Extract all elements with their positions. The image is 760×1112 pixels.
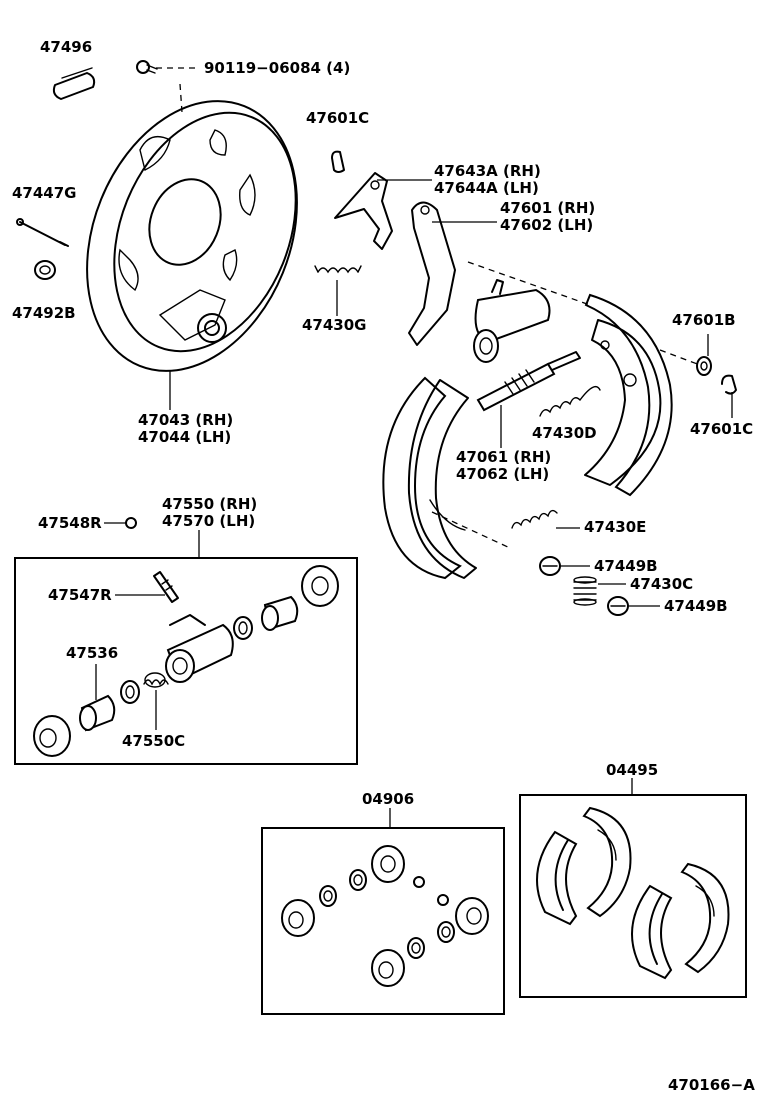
- label-47430E: 47430E: [584, 518, 646, 536]
- washer-47601B: [696, 356, 712, 376]
- spring-47430E: [511, 509, 558, 529]
- spring-47430G: [314, 265, 362, 274]
- label-47548R: 47548R: [38, 514, 102, 532]
- label-47550: 47550 (RH): [162, 495, 257, 513]
- kit-04495-box: [519, 794, 747, 998]
- leader-lines: [95, 179, 733, 730]
- label-47449B-a: 47449B: [594, 557, 658, 575]
- boot-left: [33, 715, 71, 757]
- lever-47601: [408, 201, 456, 346]
- plug-47496: [52, 67, 96, 100]
- strut-47643A: [334, 172, 393, 250]
- cup-47449B-b: [607, 596, 629, 616]
- piston-47536: [79, 694, 116, 732]
- wheel-cylinder-assembled: [473, 279, 551, 363]
- label-47496: 47496: [40, 38, 92, 56]
- cup-ring-right: [233, 616, 253, 640]
- label-47601C-top: 47601C: [306, 109, 369, 127]
- label-47644A: 47644A (LH): [434, 179, 539, 197]
- cylinder-body: [165, 614, 234, 683]
- clip-47601C-top: [331, 150, 345, 173]
- label-47601: 47601 (RH): [500, 199, 595, 217]
- kit-04906-parts: [281, 845, 489, 987]
- spring-47430C: [573, 576, 597, 606]
- label-47061: 47061 (RH): [456, 448, 551, 466]
- bolt-90119: [136, 60, 200, 113]
- clip-47601C-right: [721, 374, 737, 395]
- label-ref: 470166−A: [668, 1076, 755, 1094]
- label-04495: 04495: [606, 761, 658, 779]
- label-47570: 47570 (LH): [162, 512, 255, 530]
- label-47062: 47062 (LH): [456, 465, 549, 483]
- label-47536: 47536: [66, 644, 118, 662]
- label-47547R: 47547R: [48, 586, 112, 604]
- spring-47550C: [143, 672, 169, 688]
- label-47492B: 47492B: [12, 304, 76, 322]
- label-47043: 47043 (RH): [138, 411, 233, 429]
- wheel-cylinder-kit-box: [14, 557, 358, 765]
- label-47601B: 47601B: [672, 311, 736, 329]
- bleeder-screw-47547R: [153, 571, 179, 603]
- label-47643A: 47643A (RH): [434, 162, 541, 180]
- label-47447G: 47447G: [12, 184, 77, 202]
- boot-right: [301, 565, 339, 607]
- cap-47548R: [125, 517, 137, 529]
- label-47430G: 47430G: [302, 316, 367, 334]
- label-47550C: 47550C: [122, 732, 185, 750]
- label-47602: 47602 (LH): [500, 216, 593, 234]
- brake-shoe-left: [382, 376, 477, 580]
- piston-right: [261, 595, 299, 631]
- label-47430D: 47430D: [532, 424, 597, 442]
- kit-04495-shoes: [536, 806, 730, 980]
- cup-ring-left: [120, 680, 140, 704]
- cup-47449B-a: [539, 556, 561, 576]
- kit-04906-box: [261, 827, 505, 1015]
- label-90119: 90119−06084 (4): [204, 59, 350, 77]
- label-47601C-right: 47601C: [690, 420, 753, 438]
- label-47044: 47044 (LH): [138, 428, 231, 446]
- adjuster-47061: [476, 351, 581, 412]
- label-47430C: 47430C: [630, 575, 693, 593]
- cup-47492B: [34, 260, 56, 280]
- pin-47447G: [16, 218, 69, 247]
- backing-plate: [86, 100, 298, 372]
- spring-47430D: [539, 386, 601, 417]
- label-04906: 04906: [362, 790, 414, 808]
- label-47449B-b: 47449B: [664, 597, 728, 615]
- brake-shoe-right: [584, 293, 673, 497]
